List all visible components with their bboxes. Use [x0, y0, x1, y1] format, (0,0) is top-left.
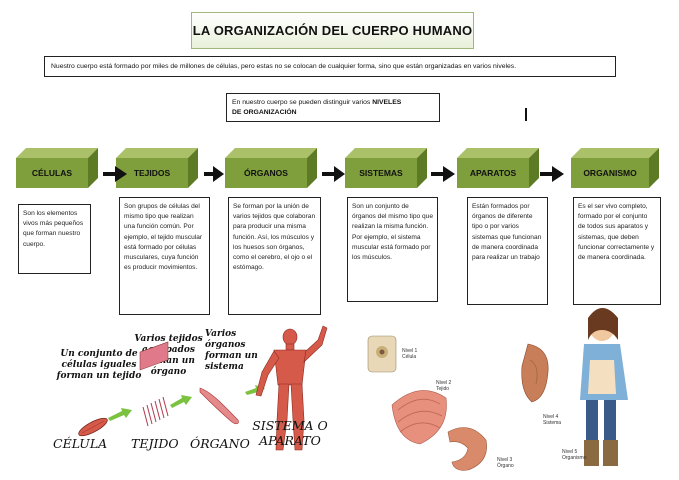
desc-celulas: Son los elementos vivos más pequeños que… — [18, 204, 91, 274]
label-organ: ÓRGANO — [190, 436, 250, 451]
level-box-tejidos: TEJIDOS — [116, 148, 198, 188]
tissue-level-image — [391, 390, 447, 445]
level5-label: Nivel 5 Organismo — [562, 449, 587, 461]
organ-level-image — [447, 427, 487, 471]
level-label-celulas: CÉLULAS — [31, 168, 73, 178]
level-box-aparatos: APARATOS — [457, 148, 539, 188]
caption-tissues: Varios tejidos agrupados forman un órgan… — [134, 334, 203, 377]
level-box-organos: ÓRGANOS — [225, 148, 317, 188]
cell-image — [78, 417, 108, 437]
level1-label: Nivel 1 Célula — [402, 348, 418, 360]
label-tissue: TEJIDO — [131, 436, 179, 451]
levels-note: En nuestro cuerpo se pueden distinguir v… — [226, 93, 440, 122]
level-label-sistemas: SISTEMAS — [359, 168, 403, 178]
levels-note-bold-2: DE ORGANIZACIÓN — [232, 109, 297, 116]
level-box-sistemas: SISTEMAS — [345, 148, 427, 188]
levels-note-prefix: En nuestro cuerpo se pueden distinguir v… — [232, 99, 373, 106]
arrow-1-icon — [103, 166, 127, 182]
organism-level-image — [580, 308, 628, 466]
caption-cells: Un conjunto de células iguales forman un… — [56, 349, 142, 381]
arrow-4-icon — [431, 166, 455, 182]
desc-tejidos: Son grupos de células del mismo tipo que… — [119, 197, 210, 315]
green-arrows — [108, 385, 265, 421]
label-system: SISTEMA O APARATO — [252, 418, 328, 448]
arrow-2-icon — [204, 166, 224, 182]
level4-label: Nivel 4 Sistema — [543, 414, 562, 426]
page-title: LA ORGANIZACIÓN DEL CUERPO HUMANO — [191, 12, 474, 49]
desc-organismo: Es el ser vivo completo, formado por el … — [573, 197, 661, 305]
level-box-celulas: CÉLULAS — [16, 148, 98, 188]
caption-organs: Varios órganos forman un sistema — [205, 329, 258, 372]
level-label-tejidos: TEJIDOS — [133, 168, 171, 178]
level3-label: Nivel 3 Órgano — [497, 457, 514, 469]
arrow-5-icon — [540, 166, 564, 182]
levels-note-bold: NIVELES — [372, 99, 402, 106]
intro-text: Nuestro cuerpo está formado por miles de… — [44, 56, 616, 77]
arrow-3-icon — [322, 166, 345, 182]
label-cell: CÉLULA — [53, 436, 108, 451]
tissue-image — [139, 341, 169, 371]
desc-organos: Se forman por la unión de varios tejidos… — [228, 197, 321, 315]
level-label-organismo: ORGANISMO — [583, 168, 637, 178]
text-cursor — [525, 108, 527, 121]
right-illustration — [367, 308, 628, 471]
cell-level-image — [367, 335, 397, 373]
level-label-aparatos: APARATOS — [469, 168, 517, 178]
muscular-system-image — [255, 325, 328, 451]
level-box-organismo: ORGANISMO — [571, 148, 659, 188]
desc-sistemas: Son un conjunto de órganos del mismo tip… — [347, 197, 438, 302]
level2-label: Nivel 2 Tejido — [436, 380, 452, 392]
level-label-organos: ÓRGANOS — [244, 168, 288, 178]
desc-aparatos: Están formados por órganos de diferente … — [467, 197, 548, 305]
system-level-image — [521, 343, 549, 403]
organ-image — [199, 387, 239, 425]
